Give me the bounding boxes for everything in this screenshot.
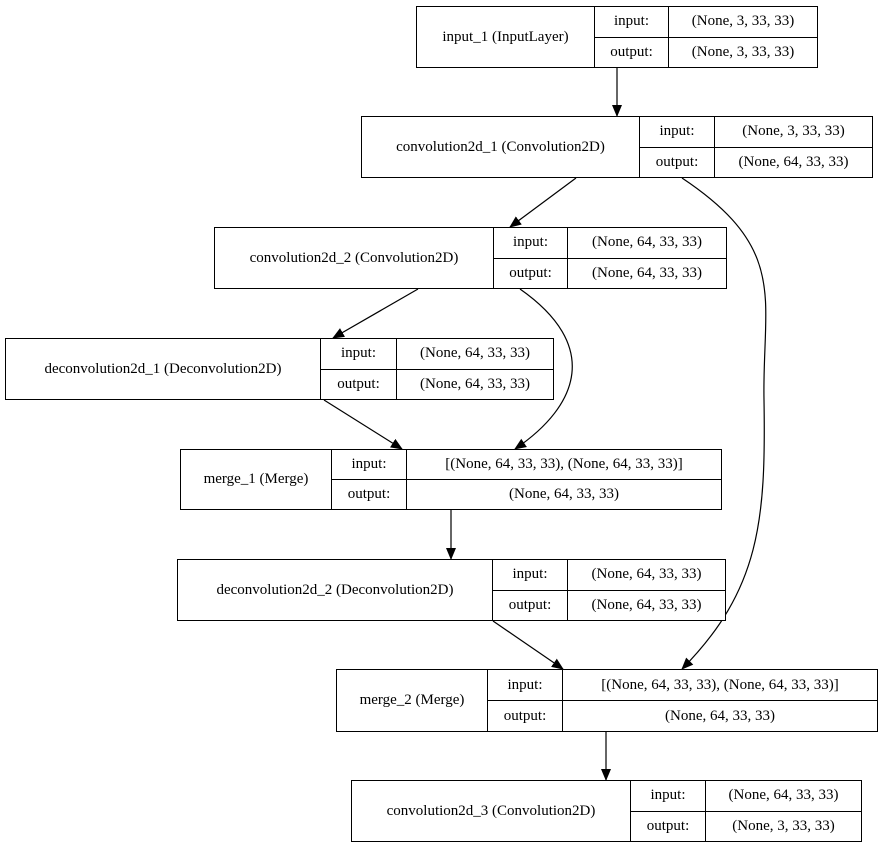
output-shape: (None, 64, 33, 33) — [420, 375, 530, 392]
input-label: input: — [631, 781, 706, 811]
output-shape: (None, 3, 33, 33) — [732, 817, 835, 834]
layer-node-deconvolution2d_2: deconvolution2d_2 (Deconvolution2D) inpu… — [177, 559, 726, 621]
layer-node-convolution2d_2: convolution2d_2 (Convolution2D) input: (… — [214, 227, 727, 289]
layer-name: convolution2d_1 (Convolution2D) — [362, 117, 640, 177]
layer-name: merge_2 (Merge) — [337, 670, 488, 731]
layer-name: merge_1 (Merge) — [181, 450, 332, 509]
output-label: output: — [488, 701, 563, 731]
layer-node-input_1: input_1 (InputLayer) input: (None, 3, 33… — [416, 6, 818, 68]
input-shape: (None, 64, 33, 33) — [591, 566, 702, 583]
edge-conv2-deconv1 — [332, 288, 419, 339]
input-label: input: — [595, 7, 669, 37]
input-label: input: — [488, 670, 563, 700]
layer-name: deconvolution2d_2 (Deconvolution2D) — [178, 560, 493, 620]
input-shape: (None, 64, 33, 33) — [728, 787, 839, 804]
output-shape: (None, 64, 33, 33) — [591, 596, 702, 613]
layer-name: convolution2d_3 (Convolution2D) — [352, 781, 631, 841]
layer-name: input_1 (InputLayer) — [417, 7, 595, 67]
layer-node-convolution2d_1: convolution2d_1 (Convolution2D) input: (… — [361, 116, 873, 178]
output-shape: (None, 3, 33, 33) — [691, 43, 795, 60]
input-shape: (None, 64, 33, 33) — [592, 234, 702, 251]
input-shape: (None, 64, 33, 33) — [420, 345, 530, 362]
layer-node-merge_2: merge_2 (Merge) input: [(None, 64, 33, 3… — [336, 669, 878, 732]
output-label: output: — [494, 258, 568, 288]
input-label: input: — [332, 450, 407, 479]
input-shape: [(None, 64, 33, 33), (None, 64, 33, 33)] — [445, 456, 683, 472]
edge-conv1-merge2 — [681, 177, 767, 670]
output-shape: (None, 64, 33, 33) — [738, 153, 849, 170]
output-label: output: — [493, 590, 568, 620]
layer-node-merge_1: merge_1 (Merge) input: [(None, 64, 33, 3… — [180, 449, 722, 510]
layer-node-convolution2d_3: convolution2d_3 (Convolution2D) input: (… — [351, 780, 862, 842]
edge-deconv2-merge2 — [492, 620, 564, 670]
input-label: input: — [321, 339, 397, 369]
output-shape: (None, 64, 33, 33) — [509, 486, 619, 502]
edge-conv2-merge1 — [514, 288, 573, 450]
output-label: output: — [631, 811, 706, 841]
output-label: output: — [595, 37, 669, 67]
output-label: output: — [321, 369, 397, 399]
output-label: output: — [640, 147, 715, 177]
edge-conv1-conv2 — [509, 177, 577, 228]
input-label: input: — [494, 228, 568, 258]
input-label: input: — [640, 117, 715, 147]
input-shape: (None, 3, 33, 33) — [742, 123, 845, 140]
output-shape: (None, 64, 33, 33) — [665, 707, 775, 724]
layer-node-deconvolution2d_1: deconvolution2d_1 (Deconvolution2D) inpu… — [5, 338, 554, 400]
layer-name: convolution2d_2 (Convolution2D) — [215, 228, 494, 288]
output-label: output: — [332, 480, 407, 509]
layer-name: deconvolution2d_1 (Deconvolution2D) — [6, 339, 321, 399]
input-label: input: — [493, 560, 568, 590]
input-shape: [(None, 64, 33, 33), (None, 64, 33, 33)] — [601, 676, 839, 693]
output-shape: (None, 64, 33, 33) — [592, 264, 702, 281]
edge-deconv1-merge1 — [323, 399, 403, 450]
input-shape: (None, 3, 33, 33) — [691, 13, 795, 30]
